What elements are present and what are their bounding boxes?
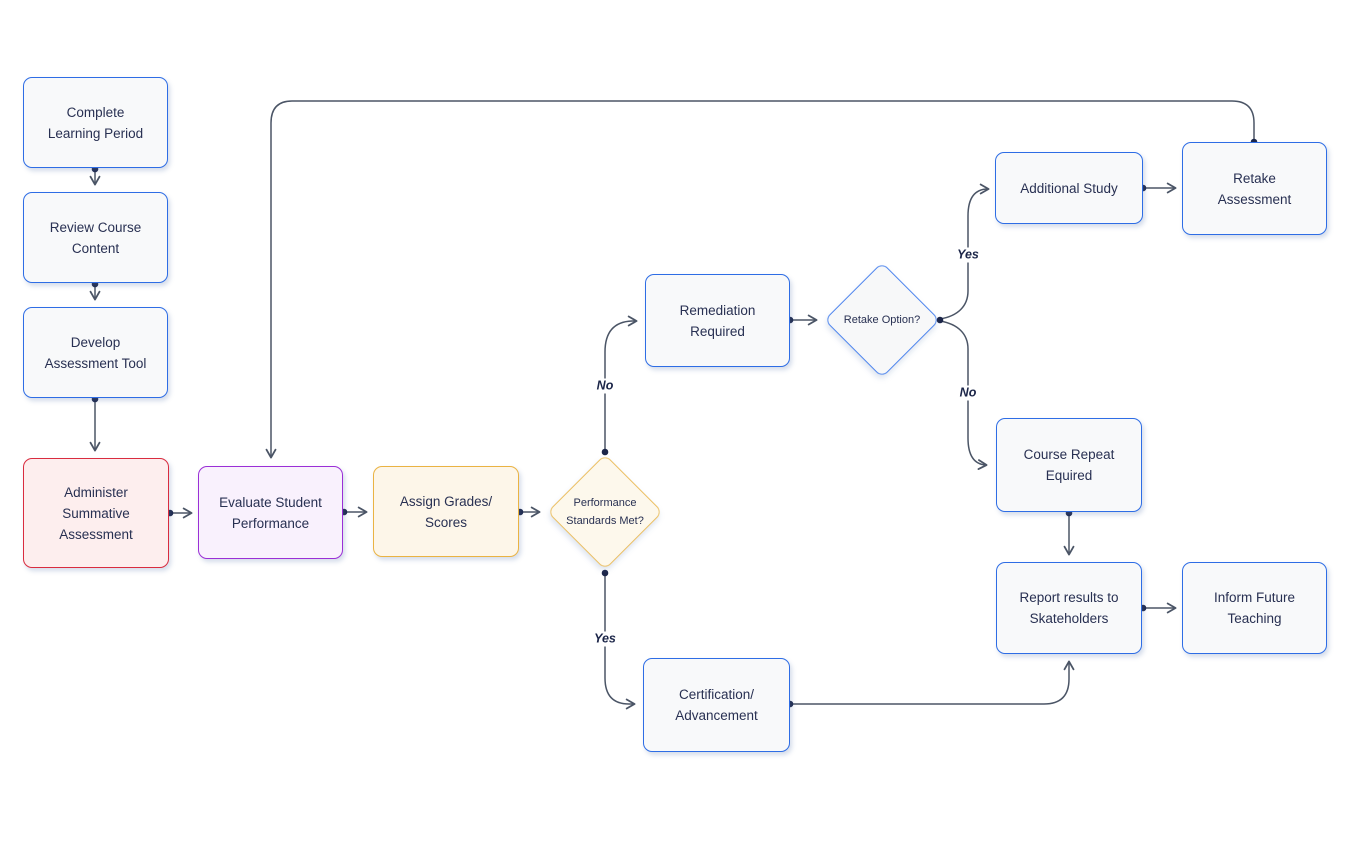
edge-certification-to-report (791, 660, 1075, 705)
node-develop-assessment-tool: Develop Assessment Tool (23, 307, 168, 398)
edge-label-retake-no: No (955, 385, 981, 401)
node-remediation-required: Remediation Required (645, 274, 790, 367)
node-assign-grades-scores: Assign Grades/ Scores (373, 466, 519, 557)
edge-label-retake-yes: Yes (953, 247, 983, 263)
decision-performance-standards-met-label: Performance Standards Met? (566, 497, 644, 527)
node-retake-assessment: Retake Assessment (1182, 142, 1327, 235)
node-additional-study: Additional Study (995, 152, 1143, 224)
edge-label-performance-yes: Yes (590, 631, 620, 647)
node-course-repeat-equired: Course Repeat Equired (996, 418, 1142, 512)
node-certification-advancement: Certification/ Advancement (643, 658, 790, 752)
node-report-results-to-skateholders: Report results to Skateholders (996, 562, 1142, 654)
node-inform-future-teaching: Inform Future Teaching (1182, 562, 1327, 654)
decision-retake-option-label: Retake Option? (843, 314, 921, 326)
node-review-course-content: Review Course Content (23, 192, 168, 283)
node-administer-summative-assessment: Administer Summative Assessment (23, 458, 169, 568)
node-complete-learning-period: Complete Learning Period (23, 77, 168, 168)
node-evaluate-student-performance: Evaluate Student Performance (198, 466, 343, 559)
edge-label-performance-no: No (592, 378, 618, 394)
